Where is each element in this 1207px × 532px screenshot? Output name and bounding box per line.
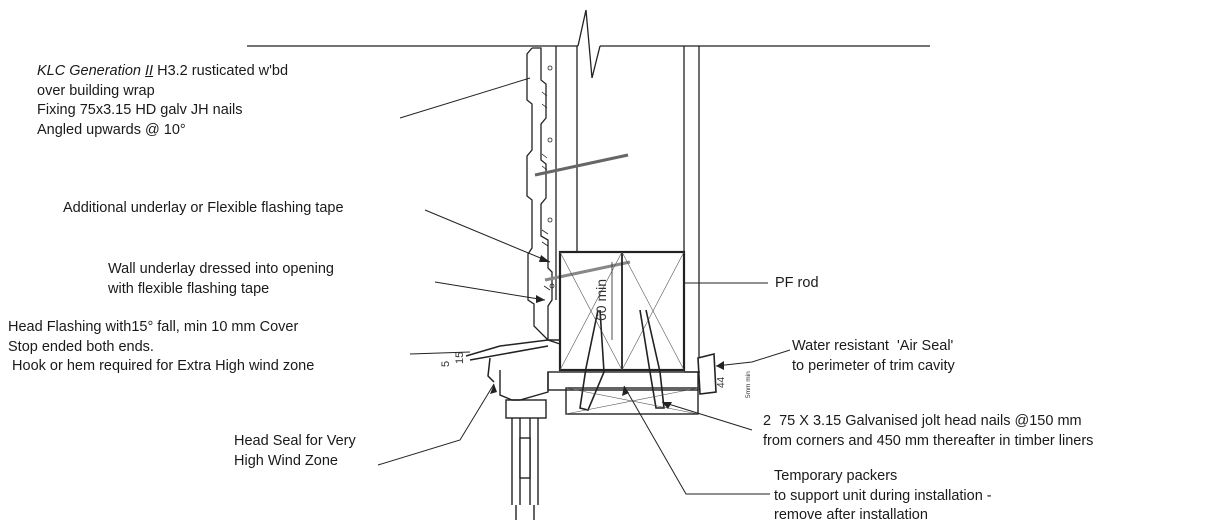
packers-line2: to support unit during installation - — [774, 487, 992, 504]
leader-wall-underlay — [434, 281, 546, 301]
jolt-head-nails — [579, 309, 665, 411]
weatherboard-cladding — [526, 46, 631, 345]
head-seal-line1: Head Seal for Very — [234, 433, 356, 449]
callout-cladding: KLC Generation II H3.2 rusticated w'bd o… — [37, 62, 288, 140]
dim-trim-gap: 44 — [716, 376, 727, 388]
leader-head-seal — [377, 383, 495, 466]
callout-nails: 2 75 X 3.15 Galvanised jolt head nails @… — [763, 412, 1093, 451]
wall-underlay-line2: with flexible flashing tape — [108, 280, 270, 297]
dim-flashing-cover: 5 — [440, 361, 452, 367]
break-line — [247, 9, 930, 79]
cladding-generation-mark: II — [145, 63, 154, 79]
head-seal-line2: High Wind Zone — [234, 452, 338, 469]
leader-cladding — [399, 77, 531, 119]
head-flashing-line2: Stop ended both ends. — [8, 338, 154, 355]
callout-additional-underlay: Additional underlay or Flexible flashing… — [63, 199, 344, 219]
callout-wall-underlay: Wall underlay dressed into opening with … — [108, 260, 334, 299]
leader-nails — [661, 401, 753, 431]
dim-flashing-fall: 15 — [454, 352, 466, 364]
cladding-line2: over building wrap — [37, 82, 155, 99]
wall-underlay-line1: Wall underlay dressed into opening — [108, 261, 334, 277]
air-seal-line2: to perimeter of trim cavity — [792, 357, 955, 374]
callout-pf-rod: PF rod — [775, 274, 819, 294]
leader-air-seal — [715, 349, 791, 367]
cladding-spec: H3.2 rusticated w'bd — [153, 63, 289, 79]
leader-additional-underlay — [424, 209, 551, 263]
framing-stud — [576, 46, 700, 358]
additional-underlay-text: Additional underlay or Flexible flashing… — [63, 200, 344, 216]
cladding-line3: Fixing 75x3.15 HD galv JH nails — [37, 102, 243, 118]
leader-packers — [623, 385, 770, 495]
timber-liner — [558, 250, 686, 372]
leader-head-flashing — [409, 351, 471, 355]
dim-cavity: 60 min — [593, 279, 609, 321]
cladding-brand: KLC Generation — [37, 63, 141, 79]
nails-line2: from corners and 450 mm thereafter in ti… — [763, 432, 1094, 449]
head-flashing-line3: Hook or hem required for Extra High wind… — [8, 358, 315, 374]
head-flashing-line1: Head Flashing with15° fall, min 10 mm Co… — [8, 319, 299, 335]
callout-packers: Temporary packers to support unit during… — [774, 467, 992, 526]
callout-head-seal: Head Seal for Very High Wind Zone — [234, 432, 356, 471]
callout-head-flashing: Head Flashing with15° fall, min 10 mm Co… — [8, 318, 314, 377]
arrow-heads — [490, 255, 724, 409]
head-flashing — [465, 339, 561, 383]
cladding-line4: Angled upwards @ 10° — [37, 121, 186, 138]
packers-line3: remove after installation — [774, 507, 928, 523]
callout-air-seal: Water resistant 'Air Seal' to perimeter … — [792, 337, 955, 376]
packers-line1: Temporary packers — [774, 468, 898, 484]
dim-small-note: 5mm min — [745, 371, 752, 398]
pf-rod-text: PF rod — [775, 275, 819, 291]
nails-line1: 2 75 X 3.15 Galvanised jolt head nails @… — [763, 413, 1082, 429]
leader-lines — [377, 77, 791, 495]
air-seal-line1: Water resistant 'Air Seal' — [792, 338, 954, 354]
window-frame — [499, 370, 699, 520]
